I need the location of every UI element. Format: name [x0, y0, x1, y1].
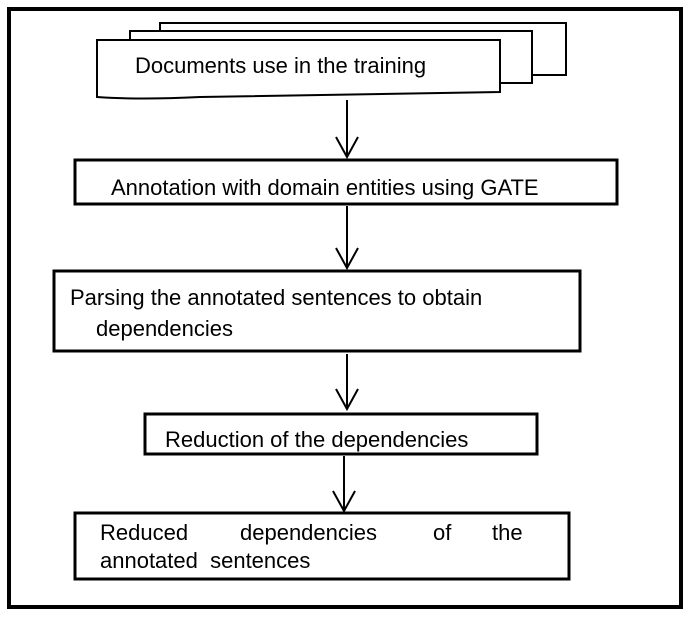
- arrow-1: [335, 100, 359, 160]
- arrow-3: [335, 354, 359, 412]
- reduced-label-line2: annotated sentences: [100, 548, 310, 573]
- documents-label: Documents use in the training: [135, 53, 426, 78]
- reduction-node: Reduction of the dependencies: [143, 412, 539, 456]
- reduced-word-2: dependencies: [240, 520, 377, 545]
- reduced-node: Reduced dependencies of the annotated se…: [73, 511, 571, 581]
- arrow-4: [332, 456, 356, 514]
- parsing-label-line2: dependencies: [96, 316, 233, 341]
- annotation-label: Annotation with domain entities using GA…: [111, 175, 539, 200]
- parsing-node: Parsing the annotated sentences to obtai…: [52, 269, 582, 353]
- diagram-frame: [7, 7, 683, 609]
- document-sheet-front: [96, 39, 501, 100]
- parsing-label-line1: Parsing the annotated sentences to obtai…: [70, 285, 482, 310]
- documents-node: Documents use in the training: [96, 22, 567, 100]
- reduced-word-4: the: [492, 520, 523, 545]
- arrow-2: [335, 206, 359, 271]
- reduced-word-3: of: [433, 520, 452, 545]
- reduced-word-1: Reduced: [100, 520, 188, 545]
- reduction-label: Reduction of the dependencies: [165, 427, 468, 452]
- annotation-node: Annotation with domain entities using GA…: [73, 158, 619, 206]
